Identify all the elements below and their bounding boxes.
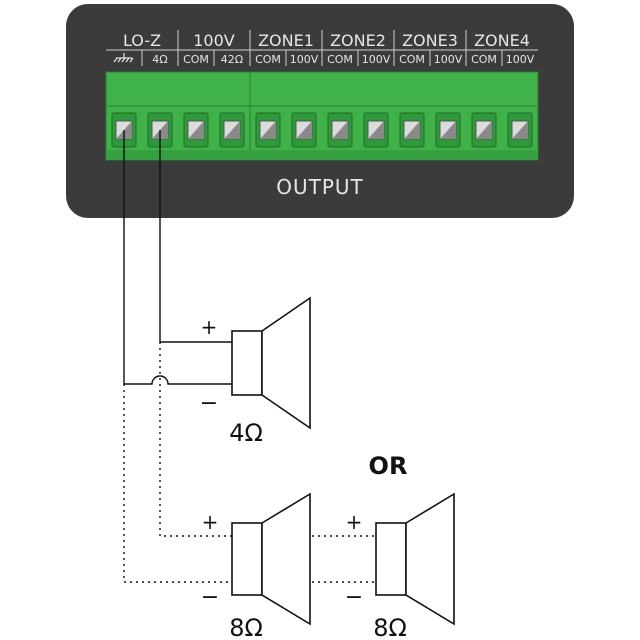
speaker-8ohm-left-plus: +: [202, 510, 219, 534]
terminal-screw: [471, 112, 497, 148]
speaker-8ohm-left: [231, 492, 311, 626]
terminal-screw: [219, 112, 245, 148]
terminal-screw: [363, 112, 389, 148]
sublabel-2: COM: [183, 53, 209, 66]
sublabel-6: COM: [327, 53, 353, 66]
ground-icon: [113, 53, 134, 63]
speaker-4ohm-impedance: 4Ω: [229, 419, 263, 447]
dotted-wires: [123, 342, 376, 583]
terminal-screw: [507, 112, 533, 148]
speaker-magnet: [375, 522, 407, 596]
speaker-8ohm-left-impedance: 8Ω: [229, 614, 263, 640]
group-title-zone4: ZONE4: [474, 31, 530, 50]
terminal-screw: [255, 112, 281, 148]
group-title-zone2: ZONE2: [330, 31, 386, 50]
group-title-100v: 100V: [193, 31, 235, 50]
output-label: OUTPUT: [276, 175, 364, 199]
speaker-4ohm-plus: +: [201, 315, 218, 339]
sublabel-3: 42Ω: [221, 53, 243, 66]
group-title-lo-z: LO-Z: [123, 31, 161, 50]
speaker-8ohm-right-plus: +: [346, 510, 363, 534]
speaker-magnet: [231, 330, 263, 396]
speaker-8ohm-right: [375, 492, 455, 626]
sublabel-4: COM: [255, 53, 281, 66]
dotted-wire-positive: [159, 342, 232, 537]
group-titles: LO-Z 100V ZONE1 ZONE2 ZONE3 ZONE4: [123, 31, 530, 50]
wire-negative: [123, 130, 232, 385]
sublabel-10: COM: [471, 53, 497, 66]
terminal-screw: [183, 112, 209, 148]
speaker-8ohm-right-impedance: 8Ω: [373, 614, 407, 640]
speaker-8ohm-right-minus: −: [345, 585, 363, 610]
terminal-screw: [435, 112, 461, 148]
sublabel-8: COM: [399, 53, 425, 66]
speaker-magnet: [231, 522, 263, 596]
terminal-screw: [399, 112, 425, 148]
terminal-screw: [327, 112, 353, 148]
speaker-4ohm-minus: −: [200, 391, 218, 416]
speaker-8ohm-left-minus: −: [201, 585, 219, 610]
sublabel-11: 100V: [506, 53, 535, 66]
terminal-sublabels: 4Ω COM 42Ω COM 100V COM 100V COM 100V CO…: [113, 53, 535, 66]
sublabel-5: 100V: [290, 53, 319, 66]
sublabel-1: 4Ω: [152, 53, 167, 66]
terminal-screw: [291, 112, 317, 148]
group-title-zone3: ZONE3: [402, 31, 458, 50]
sublabel-7: 100V: [362, 53, 391, 66]
group-title-zone1: ZONE1: [258, 31, 314, 50]
sublabel-9: 100V: [434, 53, 463, 66]
dotted-wire-negative: [123, 384, 232, 583]
header-grid: [106, 30, 538, 66]
or-label: OR: [369, 452, 408, 480]
speaker-cone: [405, 492, 455, 626]
speaker-cone: [261, 492, 311, 626]
speaker-cone: [261, 296, 311, 430]
terminal-screws: [111, 112, 533, 148]
speaker-4ohm: [231, 296, 311, 430]
